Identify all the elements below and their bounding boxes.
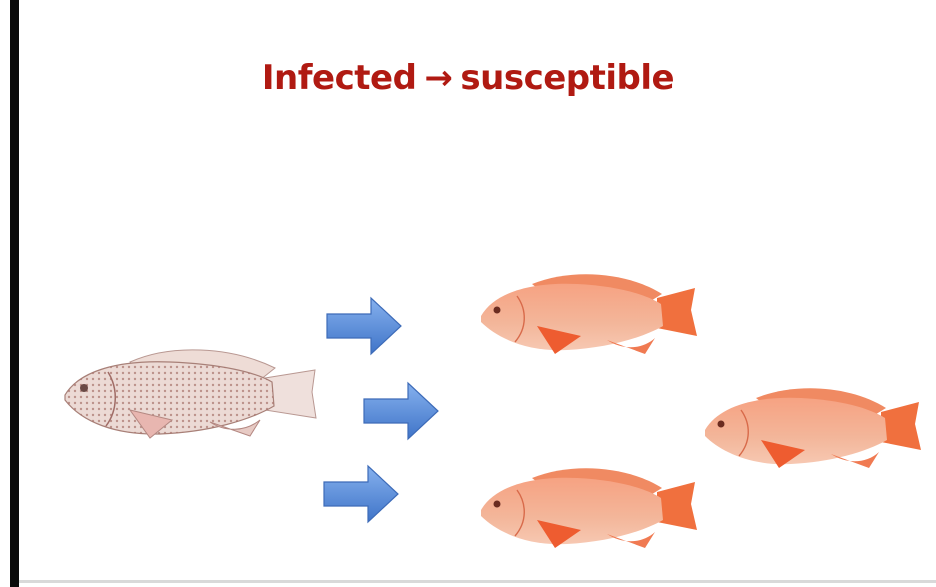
susceptible-fish-icon-bottom: [477, 460, 699, 552]
title-arrow-icon: →: [424, 58, 452, 98]
title-susceptible: susceptible: [460, 58, 674, 98]
infected-fish-icon: [60, 340, 320, 445]
transmission-arrow-icon-middle: [362, 381, 440, 441]
title-infected: Infected: [262, 58, 417, 98]
transmission-arrow-icon-top: [325, 296, 403, 356]
susceptible-fish-icon-top: [477, 266, 699, 358]
bottom-divider: [19, 580, 936, 583]
slide-title: Infected→susceptible: [0, 58, 936, 98]
transmission-arrow-icon-bottom: [322, 464, 400, 524]
susceptible-fish-icon-right: [701, 380, 923, 472]
